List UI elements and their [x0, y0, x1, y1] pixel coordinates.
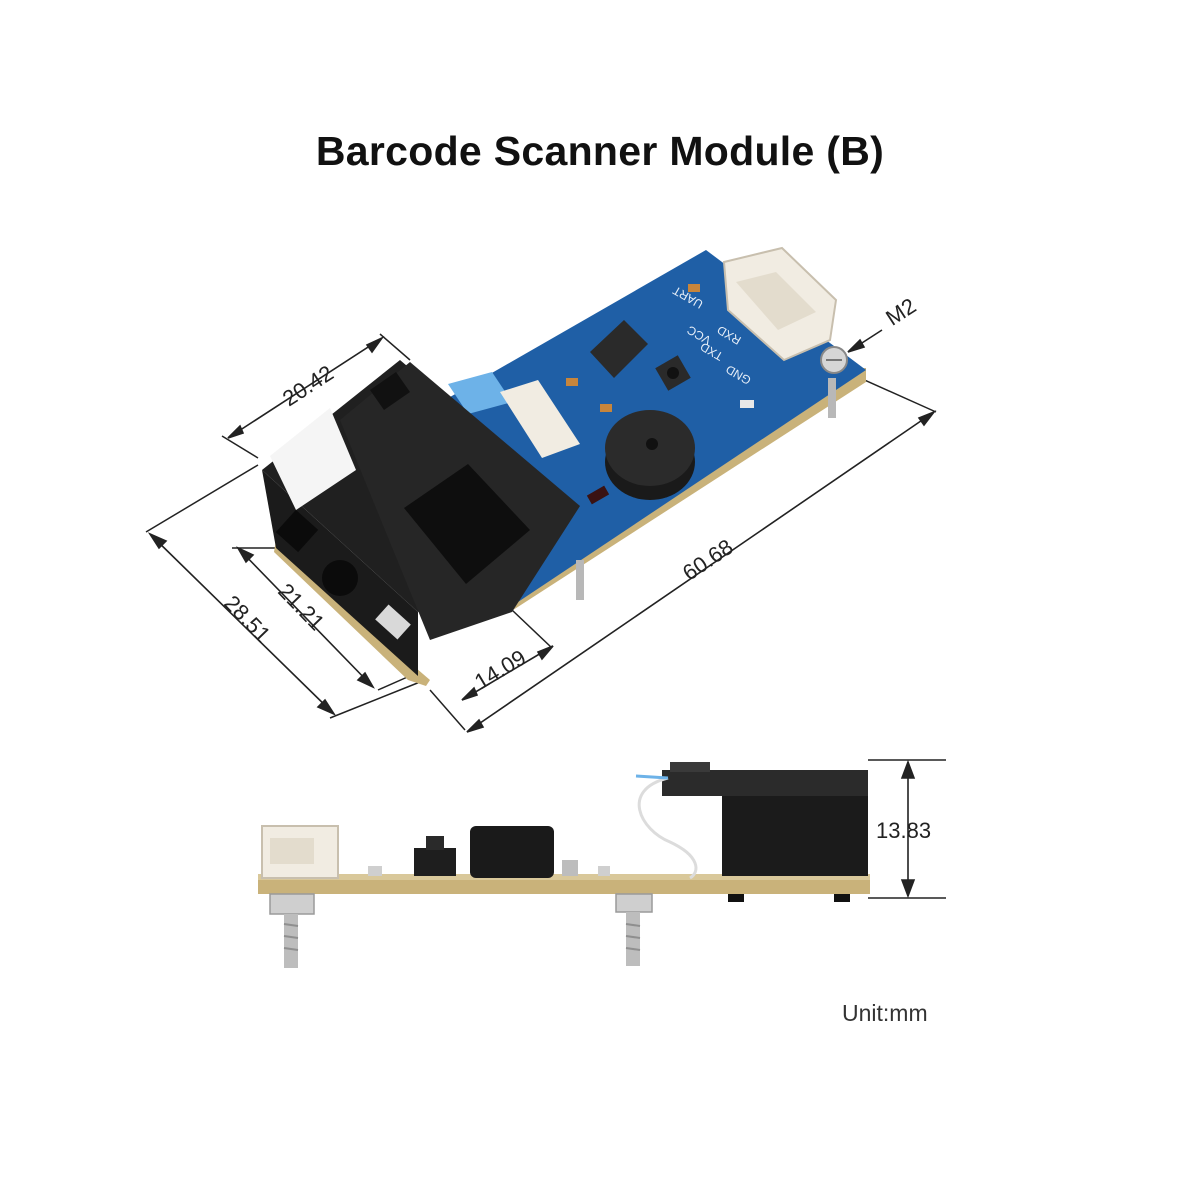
small-ic: [370, 372, 410, 410]
side-button: [414, 848, 456, 876]
side-engine-board: [662, 770, 868, 796]
standoff-2: [576, 560, 584, 600]
lens-left: [275, 509, 319, 553]
lens-center: [322, 560, 358, 596]
side-pcb: [258, 880, 870, 894]
figure-title: Barcode Scanner Module (B): [315, 128, 885, 174]
main-processor: [404, 464, 530, 584]
unit-note: Unit:mm: [842, 1000, 928, 1026]
regulator-chip: [590, 320, 648, 378]
side-engine: [722, 792, 868, 876]
extension-lines: [145, 333, 937, 731]
ffc-connector: [500, 380, 580, 458]
led-window: [375, 604, 411, 640]
side-buzzer: [470, 826, 554, 878]
standoff: [828, 378, 836, 418]
uart-connector: [722, 246, 838, 362]
scan-engine: [262, 360, 580, 686]
height-dimension: [868, 759, 946, 899]
dimension-lines: [147, 329, 937, 733]
dim-label-height: 13.83: [876, 818, 931, 843]
flex-wire: [637, 776, 698, 880]
side-screws: [269, 893, 653, 968]
sensor-window: [270, 408, 356, 510]
ffc-cable: [448, 372, 512, 414]
buzzer: [605, 410, 695, 500]
